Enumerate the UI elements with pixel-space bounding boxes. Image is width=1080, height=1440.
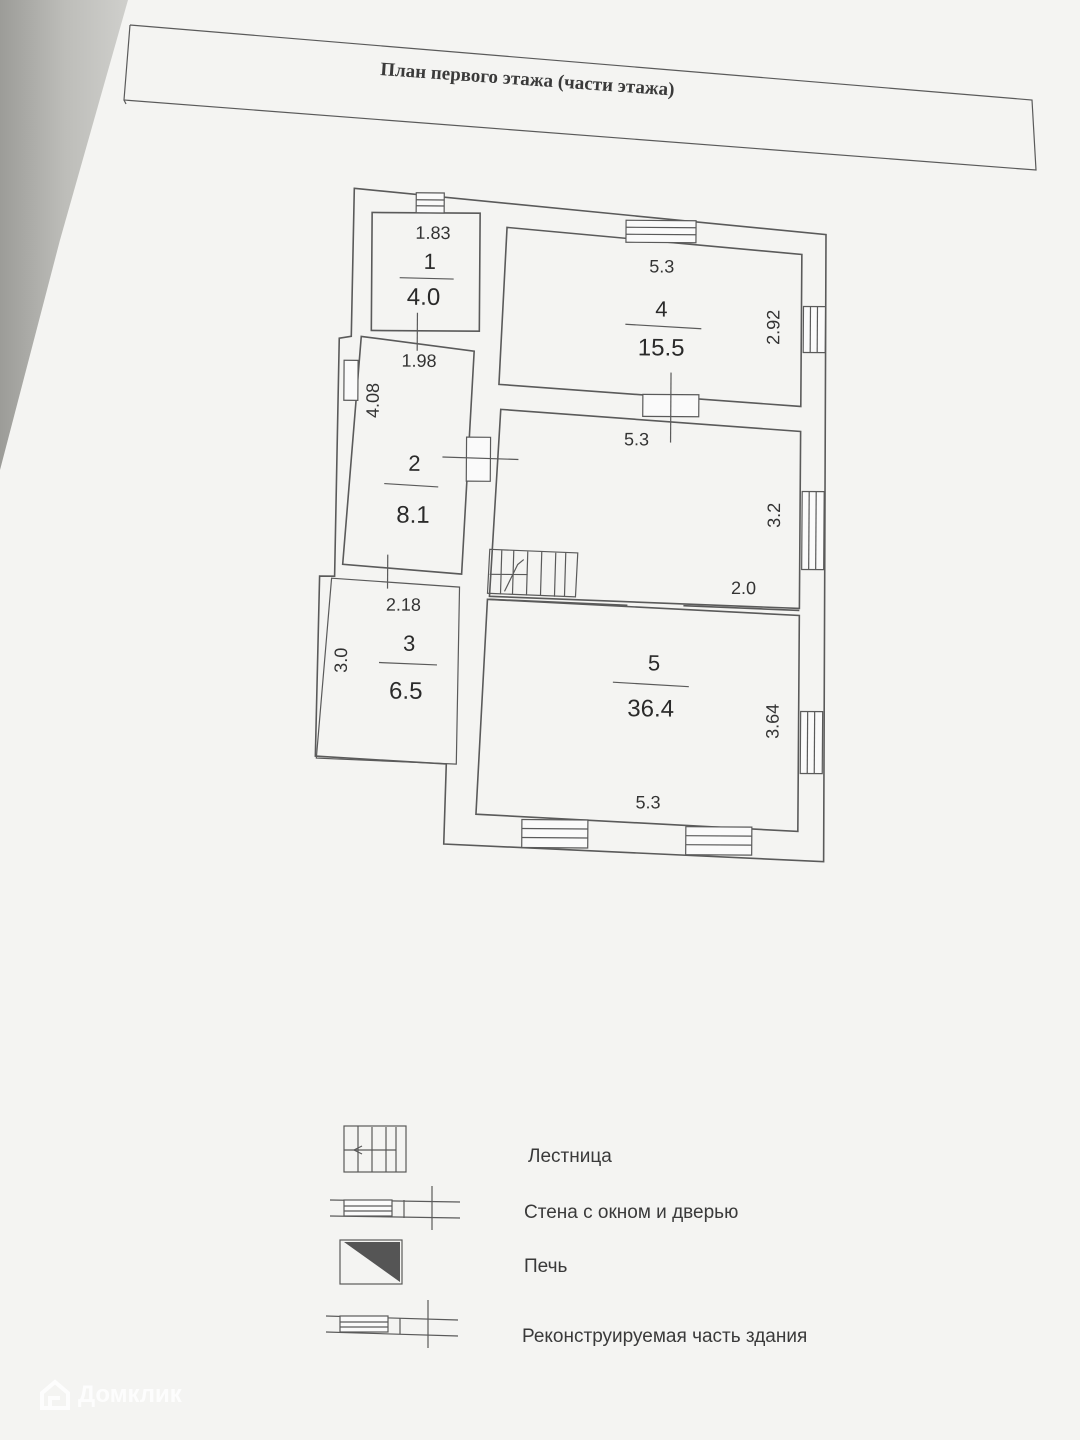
window-bottom-right <box>685 826 753 856</box>
room-3-outline <box>315 577 461 765</box>
stair-icon <box>343 1125 407 1173</box>
room-5-upper-outline <box>488 408 802 610</box>
stair-symbol <box>486 548 579 598</box>
room-2-outline <box>341 335 476 575</box>
window-right-room5-upper <box>801 490 825 571</box>
room-1-number: 1 <box>424 249 436 274</box>
floor-plan: 1 4.0 1.83 2 8.1 1.98 4.08 3 6.5 2.18 3.… <box>314 187 827 863</box>
room-2-area: 8.1 <box>396 502 430 529</box>
title-frame <box>123 24 1037 171</box>
room-4-dim-height: 2.92 <box>763 310 783 345</box>
room-1-area: 4.0 <box>407 284 441 311</box>
room-5-number: 5 <box>648 650 660 675</box>
watermark-text: Домклик <box>78 1381 182 1408</box>
window-top-room4 <box>625 219 697 244</box>
legend-label-stair: Лестница <box>528 1146 612 1167</box>
window-left-room2 <box>343 359 359 401</box>
partition-right <box>683 604 800 612</box>
room-3-area: 6.5 <box>389 678 423 705</box>
legend-label-wall: Стена с окном и дверью <box>524 1202 738 1223</box>
stove-icon <box>339 1239 403 1285</box>
room-5-area: 36.4 <box>627 695 674 722</box>
room-4-area: 15.5 <box>638 334 685 361</box>
room-5-dim-right-upper: 3.2 <box>764 503 784 528</box>
window-right-room4 <box>802 305 827 354</box>
watermark: Домклик <box>38 1378 182 1412</box>
room-3-dim-width: 2.18 <box>386 595 421 615</box>
room-5-dim-top: 5.3 <box>624 429 649 449</box>
legend-label-reconstructed: Реконструируемая часть здания <box>522 1326 807 1347</box>
wall-window-door-icon <box>329 1186 461 1230</box>
reconstructed-part-icon <box>325 1300 459 1348</box>
domclick-logo-icon <box>40 1379 70 1410</box>
outer-wall <box>314 187 827 863</box>
room-1-dim-width: 1.83 <box>415 223 450 243</box>
room-4-dim-width: 5.3 <box>649 256 674 276</box>
room-5-dim-right-lower: 3.64 <box>762 704 782 739</box>
window-right-room5-lower <box>799 710 824 775</box>
room-5-dim-opening: 2.0 <box>731 578 756 598</box>
door-room2-room5 <box>465 436 492 482</box>
legend: Лестница Стена с окном и дверью Печь <box>325 1125 807 1348</box>
room-5-dim-bottom: 5.3 <box>635 792 660 812</box>
room-5-lower-outline <box>475 598 801 833</box>
room-4-number: 4 <box>655 296 667 321</box>
room-3-dim-height: 3.0 <box>331 648 351 673</box>
legend-label-stove: Печь <box>524 1256 567 1277</box>
room-4-outline <box>498 226 803 408</box>
room-2-number: 2 <box>408 451 420 476</box>
room-3-number: 3 <box>403 631 415 656</box>
room-2-dim-width: 1.98 <box>402 351 437 371</box>
room-2-dim-height: 4.08 <box>363 383 383 418</box>
window-top-left <box>415 192 445 214</box>
partition-left <box>489 598 628 607</box>
window-bottom-left <box>521 818 589 849</box>
